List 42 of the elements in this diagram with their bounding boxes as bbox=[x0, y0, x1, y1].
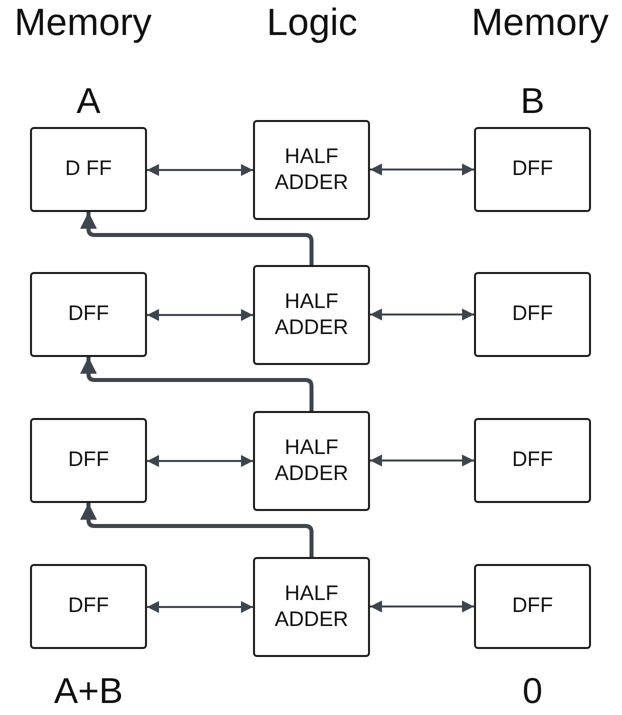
double-arrow bbox=[147, 164, 253, 176]
double-arrow bbox=[147, 601, 253, 613]
block-label: DFF bbox=[68, 447, 109, 474]
block-label: DFF bbox=[68, 593, 109, 620]
carry-arrow bbox=[80, 212, 314, 265]
flip-flop-block bbox=[30, 127, 147, 212]
register-label: B bbox=[520, 83, 544, 119]
block-label: HALF ADDER bbox=[274, 288, 350, 341]
flip-flop-block bbox=[30, 564, 147, 649]
double-arrow bbox=[147, 455, 253, 467]
block-label: HALF ADDER bbox=[274, 580, 350, 633]
column-heading: Memory bbox=[471, 4, 609, 42]
flip-flop-block bbox=[474, 272, 591, 357]
flip-flop-block bbox=[30, 272, 147, 357]
block-label: D FF bbox=[65, 156, 112, 182]
double-arrow bbox=[147, 309, 253, 321]
block-label: DFF bbox=[512, 301, 553, 328]
half-adder-block bbox=[253, 411, 370, 511]
half-adder-block bbox=[253, 557, 370, 657]
half-adder-block bbox=[253, 120, 370, 220]
flip-flop-block bbox=[30, 418, 147, 503]
double-arrow bbox=[370, 164, 474, 176]
register-label: A+B bbox=[54, 673, 124, 709]
carry-arrow bbox=[80, 357, 314, 411]
double-arrow bbox=[370, 308, 474, 320]
block-label: DFF bbox=[512, 447, 553, 474]
flip-flop-block bbox=[474, 418, 591, 503]
double-arrow bbox=[370, 454, 474, 466]
column-heading: Memory bbox=[14, 4, 152, 42]
half-adder-block bbox=[253, 265, 370, 365]
block-label: DFF bbox=[68, 301, 109, 328]
block-label: HALF ADDER bbox=[274, 434, 350, 487]
column-heading: Logic bbox=[266, 4, 358, 42]
carry-arrow bbox=[80, 503, 314, 557]
double-arrow bbox=[370, 600, 474, 612]
register-label: 0 bbox=[522, 673, 543, 709]
flip-flop-block bbox=[474, 564, 591, 649]
block-label: DFF bbox=[512, 156, 553, 182]
flip-flop-block bbox=[474, 127, 591, 212]
register-label: A bbox=[76, 83, 100, 119]
block-label: DFF bbox=[512, 593, 553, 620]
block-label: HALF ADDER bbox=[274, 144, 350, 196]
